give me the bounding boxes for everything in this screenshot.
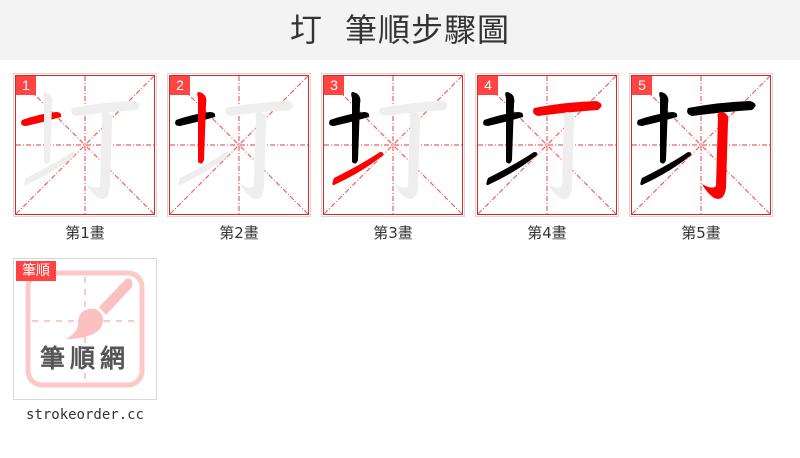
stroke-diagram-icon xyxy=(323,75,463,215)
step-caption: 第1畫 xyxy=(65,224,105,242)
header-bar xyxy=(0,0,800,60)
stroke-step-panel[interactable]: 1 xyxy=(13,73,157,217)
grid-border xyxy=(631,75,771,215)
title-character: 圢 xyxy=(289,11,323,49)
grid-border xyxy=(15,75,155,215)
stroke-diagram-icon xyxy=(631,75,771,215)
grid-border xyxy=(323,75,463,215)
step-number-badge: 3 xyxy=(324,76,344,95)
stroke-step-panel[interactable]: 4 xyxy=(475,73,619,217)
stroke-step-panel[interactable]: 5 xyxy=(629,73,773,217)
step-caption: 第4畫 xyxy=(527,224,567,242)
logo-badge: 筆順 xyxy=(16,261,56,281)
site-url[interactable]: strokeorder.cc xyxy=(25,407,144,423)
step-caption: 第3畫 xyxy=(373,224,413,242)
stroke-diagram-icon xyxy=(477,75,617,215)
strokeorder-logo[interactable]: 筆順 筆順網 xyxy=(13,258,157,400)
title-suffix: 筆順步驟圖 xyxy=(345,11,511,49)
step-caption: 第5畫 xyxy=(681,224,721,242)
step-number-badge: 4 xyxy=(478,76,498,95)
step-caption: 第2畫 xyxy=(219,224,259,242)
step-number-badge: 5 xyxy=(632,76,652,95)
stroke-step-panel[interactable]: 3 xyxy=(321,73,465,217)
stroke-diagram-icon xyxy=(15,75,155,215)
page-title: 圢筆順步驟圖 xyxy=(0,0,800,60)
stroke-step-panel[interactable]: 2 xyxy=(167,73,311,217)
grid-border xyxy=(169,75,309,215)
step-number-badge: 1 xyxy=(16,76,36,95)
stroke-diagram-icon xyxy=(169,75,309,215)
grid-border xyxy=(477,75,617,215)
logo-text: 筆順網 xyxy=(39,344,130,373)
brush-logo-icon xyxy=(25,270,145,388)
step-number-badge: 2 xyxy=(170,76,190,95)
